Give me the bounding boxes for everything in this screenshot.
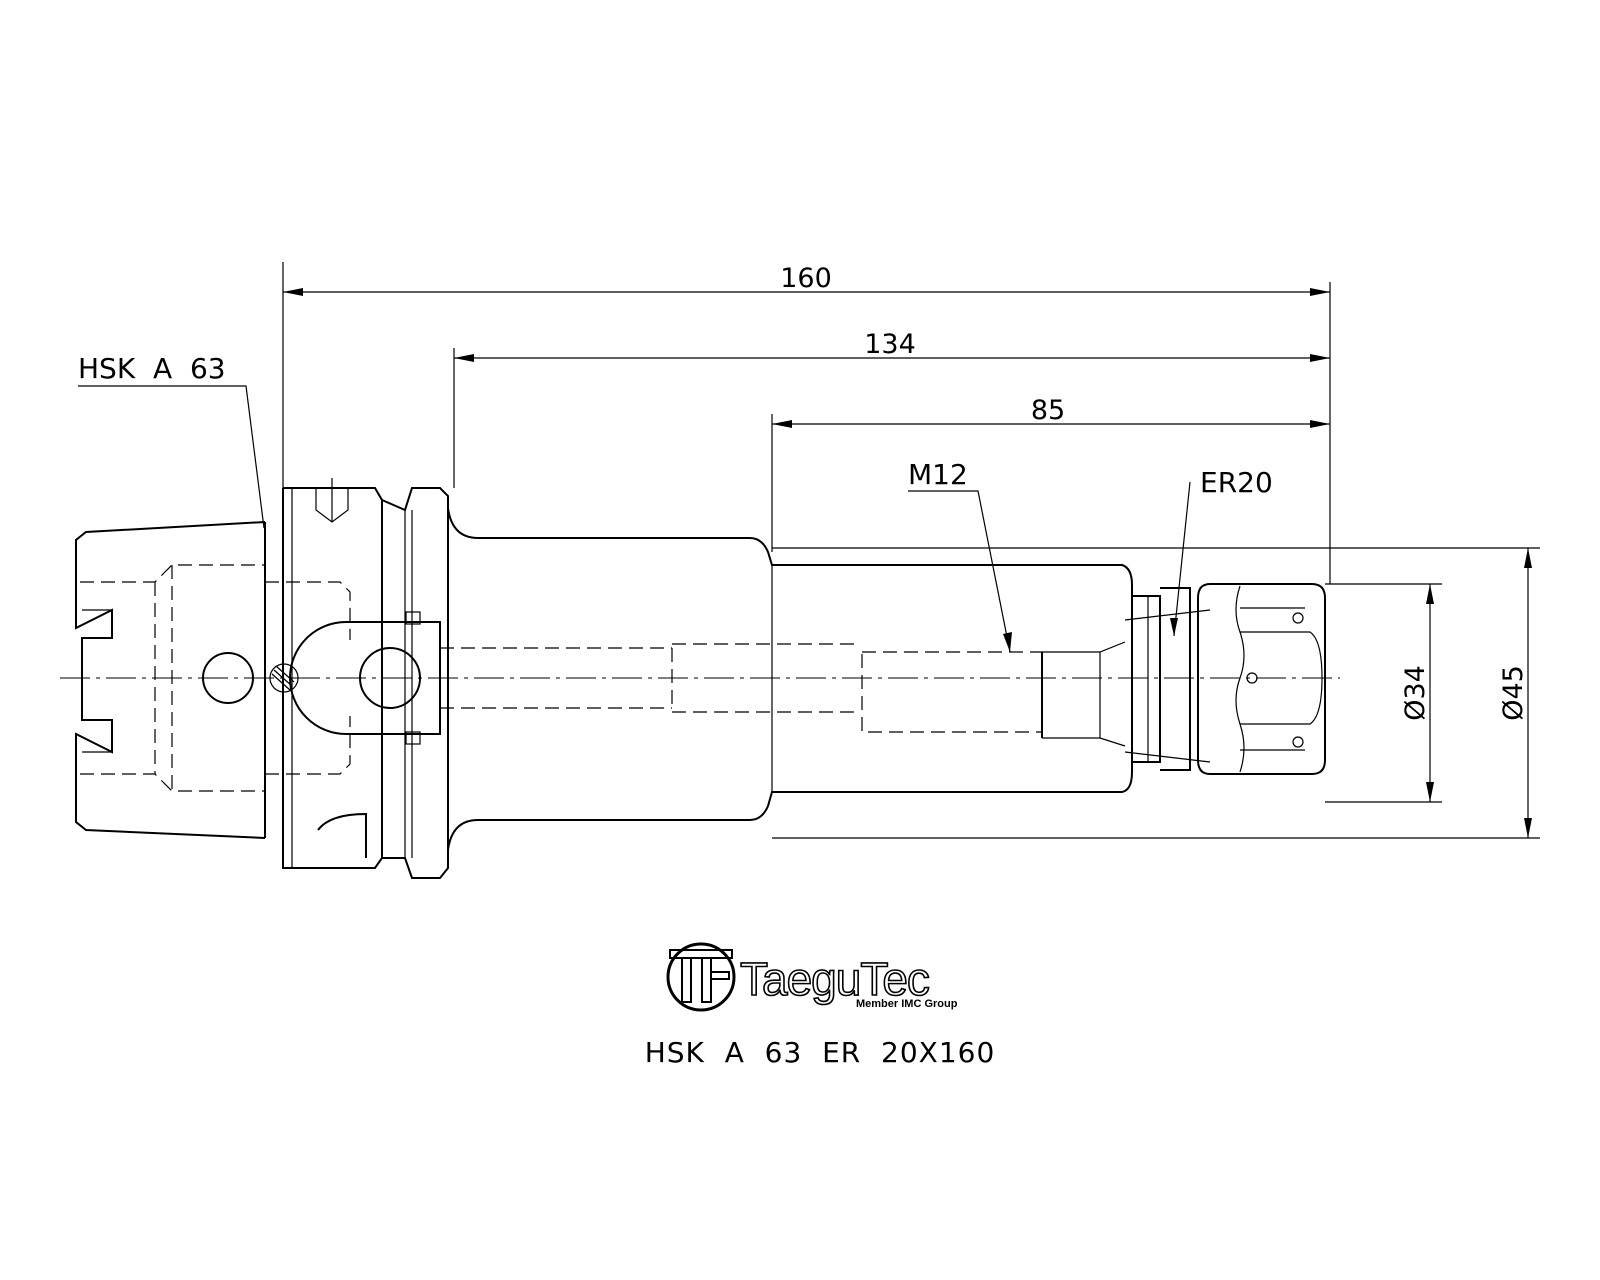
- dimension-85-text: 85: [1031, 395, 1065, 426]
- dimension-from-step: 85: [771, 395, 1330, 552]
- label-m12: M12: [908, 458, 968, 491]
- dimension-34-text: Ø34: [1400, 665, 1431, 721]
- label-hsk-a63: HSK A 63: [78, 352, 226, 385]
- taegutec-logo: TaeguTec Member IMC Group: [666, 942, 958, 1012]
- dimension-from-flange: 134: [453, 329, 1330, 488]
- dimension-nut-diameter: Ø34: [1325, 583, 1442, 803]
- dimension-body-diameter: Ø45: [772, 547, 1540, 839]
- dimension-134-text: 134: [864, 329, 916, 360]
- label-er20: ER20: [1200, 466, 1273, 499]
- logo-tagline-text: Member IMC Group: [856, 998, 958, 1010]
- dimension-160-text: 160: [780, 263, 832, 294]
- leader-er20: ER20: [1170, 466, 1273, 637]
- logo-emblem-icon: [666, 942, 736, 1012]
- dimension-45-text: Ø45: [1498, 665, 1529, 721]
- collet-nut: [1197, 583, 1326, 775]
- part-number: HSK A 63 ER 20X160: [645, 1036, 996, 1069]
- leader-m12: M12: [908, 458, 1012, 653]
- dimension-overall-length: 160: [282, 262, 1331, 584]
- leader-hsk-a63: HSK A 63: [78, 352, 265, 529]
- flange: [264, 478, 449, 879]
- logo-brand-text: TaeguTec: [740, 953, 929, 1005]
- tool-body: [440, 507, 1211, 851]
- hsk-taper-shank: [75, 521, 351, 839]
